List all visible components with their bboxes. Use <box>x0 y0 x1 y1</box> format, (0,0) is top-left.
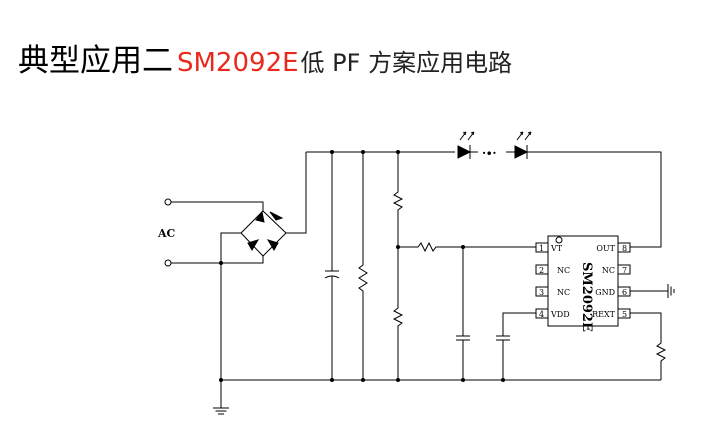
pin-name-out: OUT <box>596 244 615 253</box>
pin-number-2: 2 <box>539 266 544 275</box>
bridge-diode-1 <box>255 210 265 223</box>
pin-number-1: 1 <box>539 244 544 253</box>
ic-body <box>547 235 619 327</box>
rext-resistor <box>630 312 667 380</box>
pin-number-8: 8 <box>622 244 627 253</box>
vt-resistor <box>398 241 536 253</box>
pin-number-5: 5 <box>622 310 627 319</box>
ac-wire-bottom <box>171 256 264 264</box>
bridge-plus-to-rail <box>286 152 307 234</box>
bleeder-resistor <box>358 152 368 380</box>
bridge-diode-3 <box>247 239 260 251</box>
pin-number-6: 6 <box>622 288 627 297</box>
ac-wire-top <box>171 201 264 211</box>
ground-symbol <box>213 407 229 415</box>
ac-terminal-bottom <box>164 259 172 267</box>
title-model: SM2092E <box>177 48 299 78</box>
pin-name-rext: REXT <box>592 310 616 319</box>
title-suffix: 低 PF 方案应用电路 <box>300 49 513 77</box>
pin-number-7: 7 <box>622 266 627 275</box>
pin-name-nc-3: NC <box>557 288 570 297</box>
vdd-capacitor <box>496 335 510 341</box>
divider-resistor-bottom <box>392 247 404 380</box>
vt-capacitor <box>456 335 470 341</box>
pin-name-gnd: GND <box>595 288 615 297</box>
led-2 <box>514 145 529 159</box>
pin-name-nc-2: NC <box>557 266 570 275</box>
pin-number-4: 4 <box>539 310 544 319</box>
pin-name-nc-7: NC <box>602 266 615 275</box>
bridge-minus-to-ground <box>220 232 241 380</box>
ic-pin1-marker <box>555 236 563 244</box>
pin-name-vt: VT <box>550 244 563 253</box>
out-wire <box>527 151 662 248</box>
ic-ground-symbol <box>667 284 675 298</box>
pin-number-3: 3 <box>539 288 544 297</box>
ac-label: AC <box>157 227 176 240</box>
pin-name-vdd: VDD <box>550 310 570 319</box>
led-1 <box>457 145 472 159</box>
bridge-rectifier <box>240 210 287 257</box>
bridge-diode-2 <box>269 211 284 221</box>
title-prefix: 典型应用二 <box>18 43 173 79</box>
divider-resistor-top <box>392 152 404 247</box>
bridge-diode-4 <box>266 239 279 251</box>
ic-part-number: SM2092E <box>579 262 594 332</box>
ac-terminal-top <box>164 198 172 206</box>
led-ellipsis: ·∙· <box>482 146 497 160</box>
